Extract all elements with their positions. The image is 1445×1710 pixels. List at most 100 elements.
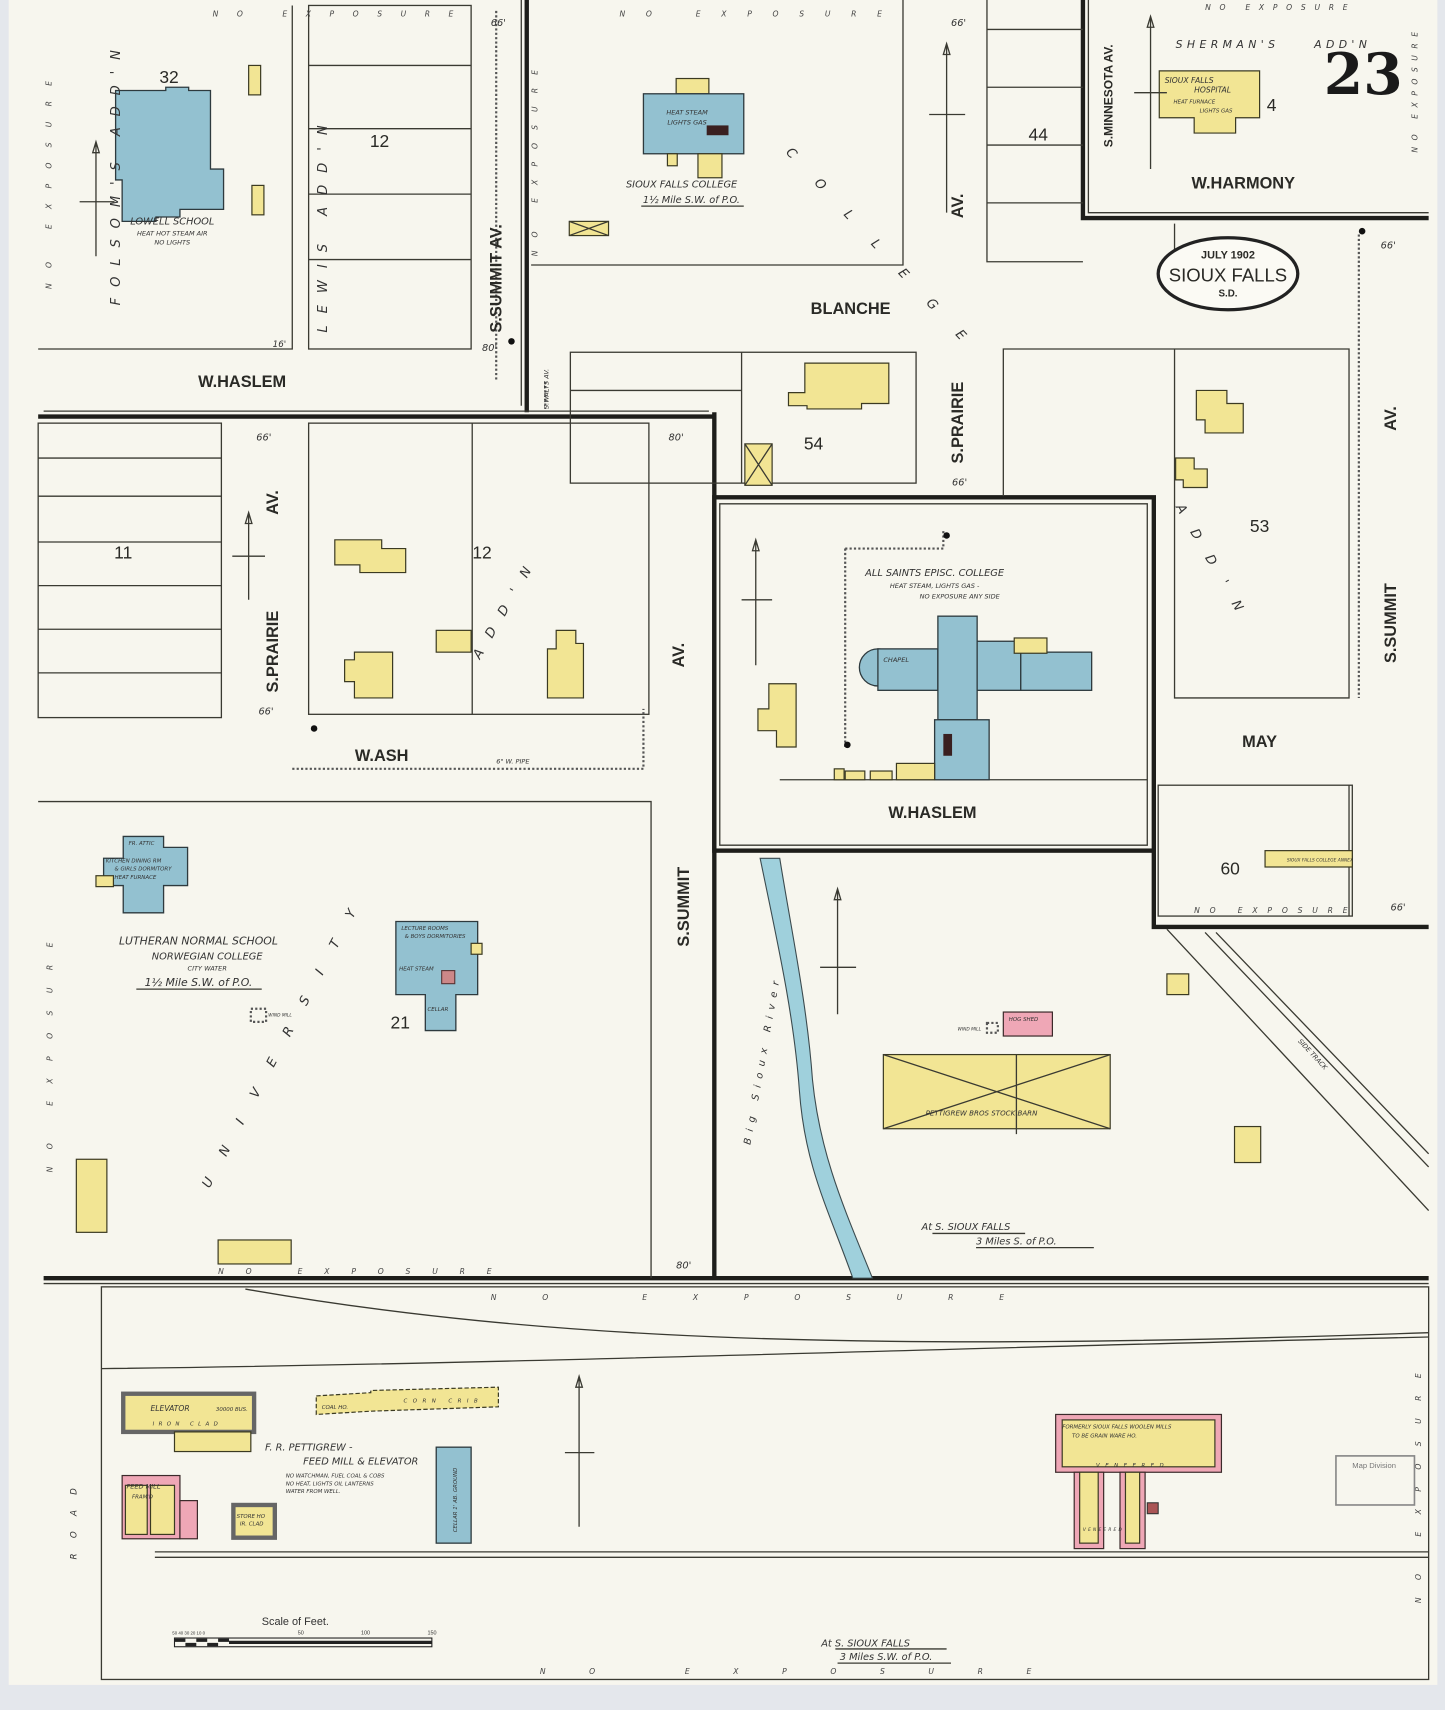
heavy-block-lines — [38, 0, 1429, 1285]
sf-college-lights: LIGHTS GAS — [667, 118, 706, 126]
title-cartouche: JULY 1902 SIOUX FALLS S.D. — [1156, 236, 1300, 312]
lowell-school-label: LOWELL SCHOOL — [130, 217, 214, 228]
width-label: 80' — [482, 343, 497, 354]
map-date: JULY 1902 — [1201, 249, 1255, 261]
width-label: 80' — [669, 433, 684, 444]
folsoms-addition: FOLSOM'S ADD'N — [109, 39, 124, 305]
block-number: 12 — [472, 542, 491, 562]
block-number: 53 — [1250, 516, 1269, 536]
lutheran-distance: 1½ Mile S.W. of P.O. — [145, 976, 253, 989]
block-number: 32 — [159, 67, 178, 87]
store-house-building — [231, 1502, 278, 1540]
road-label: ROAD — [69, 1473, 79, 1560]
width-label: 66' — [951, 18, 966, 29]
street-av: AV. — [949, 194, 967, 219]
width-label: 16' — [273, 340, 287, 350]
pettigrew-note: NO HEAT, LIGHTS OIL LANTERNS — [286, 1481, 375, 1487]
store-house-label: IR. CLAD — [240, 1522, 264, 1528]
lowell-school-note: HEAT HOT STEAM AIR — [137, 230, 208, 238]
kitchen-dormitory-building — [102, 835, 189, 914]
kitchen-attic: FR. ATTIC — [129, 841, 155, 847]
street-widths: 66' 66' 66' 80' 80' 80' 66' 66' 66' 66' … — [256, 18, 1405, 1271]
wind-mill-label: WIND MILL — [958, 1027, 982, 1033]
hog-shed-building — [1002, 1011, 1053, 1037]
block-number: 54 — [804, 433, 824, 453]
buildings — [75, 64, 1353, 1550]
pipe-label: 6" W. PIPE — [496, 757, 530, 765]
chapel-label: CHAPEL — [883, 656, 909, 664]
cellar-building — [435, 1446, 472, 1544]
width-label: 66' — [952, 477, 967, 488]
feed-mill-label: FEED MILL — [127, 1483, 161, 1491]
sioux-falls-college-building — [642, 93, 745, 155]
all-saints-note: NO EXPOSURE ANY SIDE — [920, 593, 1001, 601]
shermans-addn: ADD'N — [1313, 38, 1371, 51]
lutheran-label: LUTHERAN NORMAL SCHOOL — [119, 934, 278, 947]
block-number: 60 — [1220, 859, 1240, 879]
veneered-label: VENEERED — [1083, 1527, 1124, 1533]
block-numbers: 32 12 44 4 54 53 11 12 21 60 — [114, 67, 1277, 1033]
map-city: SIOUX FALLS — [1169, 264, 1287, 285]
block-number: 44 — [1029, 125, 1049, 145]
street-w-haslem: W.HASLEM — [198, 373, 286, 391]
s-sioux-falls-note: 3 Miles S. of P.O. — [976, 1236, 1057, 1247]
cellar-label: CELLAR 1' AB. GROUND — [453, 1468, 459, 1533]
pettigrew-label: FEED MILL & ELEVATOR — [303, 1457, 418, 1468]
stamp-text: Map Division — [1352, 1461, 1396, 1470]
s-sioux-falls-note: At S. SIOUX FALLS — [820, 1639, 910, 1650]
elevator-building — [121, 1391, 257, 1435]
lecture-note: HEAT STEAM — [399, 967, 434, 973]
street-av: AV. — [264, 490, 282, 515]
annex-label: SIOUX FALLS COLLEGE ANNEX — [1287, 858, 1354, 864]
no-exposure-label: NO EXPOSURE — [1411, 25, 1420, 152]
block-lines — [37, 0, 1430, 1681]
width-label: 66' — [1390, 903, 1405, 914]
scale-tick-label: 100 — [361, 1631, 370, 1637]
pettigrew-label: F. R. PETTIGREW - — [265, 1442, 353, 1453]
no-exposure-label: NO EXPOSURE — [1194, 906, 1357, 915]
street-s-summit: S.SUMMIT — [675, 867, 693, 947]
lecture-cellar: CELLAR — [428, 1007, 449, 1013]
scale-tick-label: 150 — [428, 1631, 437, 1637]
width-label: 66' — [256, 433, 271, 444]
pettigrew-note: WATER FROM WELL. — [286, 1489, 341, 1495]
block-number: 21 — [391, 1012, 410, 1032]
street-s-walts-av: S.WALTS AV. — [543, 369, 551, 409]
store-house-label: STORE HO — [237, 1514, 266, 1520]
street-s-summit: S.SUMMIT — [1382, 583, 1400, 663]
hydrant-icons — [310, 227, 1366, 749]
block-number: 4 — [1267, 95, 1277, 115]
no-exposure-label: NO EXPOSURE — [213, 9, 472, 18]
street-w-ash: W.ASH — [355, 747, 409, 765]
feed-mill-label: FRAM'D — [132, 1494, 153, 1500]
sheet-number: 23 — [1324, 42, 1403, 108]
sf-college-heat: HEAT STEAM — [666, 109, 708, 117]
s-sioux-falls-note: 3 Miles S.W. of P.O. — [840, 1652, 933, 1663]
kitchen-note: HEAT FURNACE — [115, 875, 157, 881]
all-saints-college-building — [858, 615, 1093, 781]
no-exposure-label: NO EXPOSURE — [45, 925, 54, 1172]
lutheran-label: NORWEGIAN COLLEGE — [152, 952, 264, 963]
woolen-mills-building — [1055, 1413, 1223, 1550]
stock-barn-label: PETTIGREW BROS STOCK BARN — [926, 1109, 1039, 1118]
street-av: AV. — [1382, 406, 1400, 431]
scale-tick-label: 50 — [298, 1631, 304, 1637]
no-exposure-labels: NO EXPOSURE NO EXPOSURE NO EXPOSURE NO E… — [44, 3, 1423, 1676]
street-blanche: BLANCHE — [811, 300, 891, 318]
street-s-summit-av: S.SUMMIT AV. — [488, 224, 506, 332]
veneered-label: VENEERED — [1096, 1463, 1169, 1469]
scale-title: Scale of Feet. — [262, 1616, 329, 1628]
hospital-label: SIOUX FALLS — [1165, 76, 1214, 85]
woolen-mills-label: TO BE GRAIN WARE HO. — [1072, 1433, 1137, 1439]
north-arrow-icons — [79, 14, 1167, 1527]
elevator-label: ELEVATOR — [150, 1404, 189, 1413]
width-label: 66' — [1381, 241, 1396, 252]
hospital-note: HEAT FURNACE — [1173, 100, 1215, 106]
s-sioux-falls-note: At S. SIOUX FALLS — [921, 1222, 1011, 1233]
width-label: 80' — [676, 1260, 691, 1271]
width-label: 66' — [258, 706, 273, 717]
lutheran-note: CITY WATER — [188, 965, 227, 973]
street-s-prairie: S.PRAIRIE — [949, 382, 967, 464]
no-exposure-label: NO EXPOSURE — [218, 1267, 513, 1276]
